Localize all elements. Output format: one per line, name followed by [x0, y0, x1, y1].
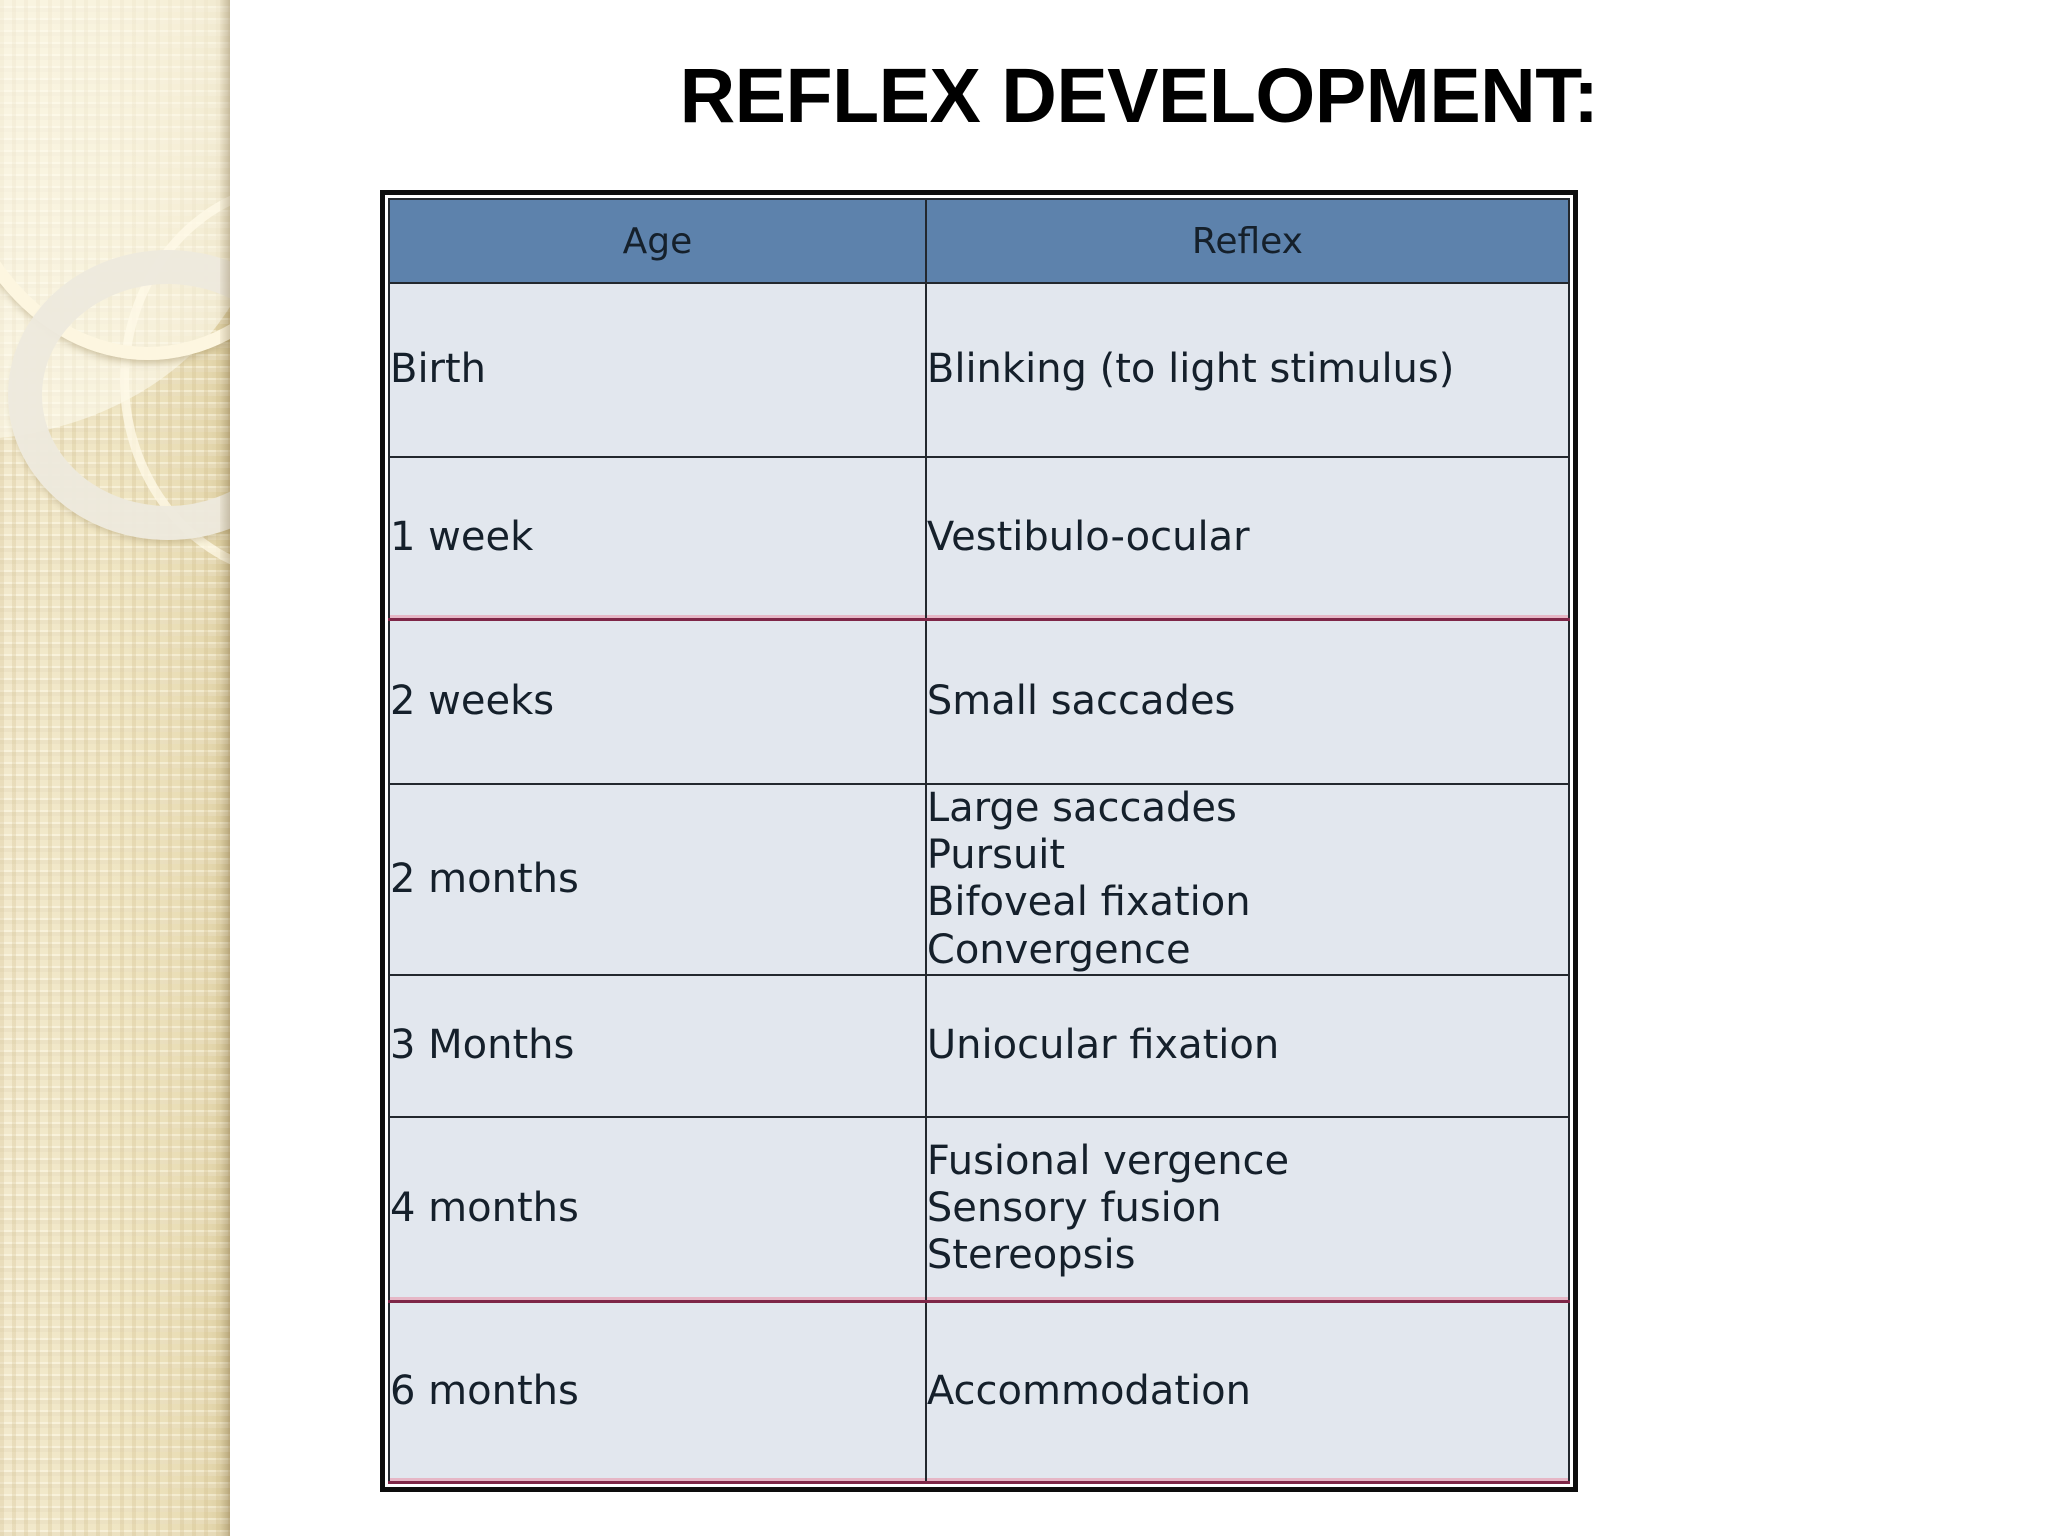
table-row: Birth Blinking (to light stimulus) — [388, 282, 1571, 458]
cell-reflex: Fusional vergence Sensory fusion Stereop… — [924, 1115, 1571, 1303]
table-head: Age Reflex — [388, 198, 1571, 284]
table-row: 1 week Vestibulo-ocular — [388, 456, 1571, 621]
cell-reflex: Vestibulo-ocular — [924, 456, 1571, 621]
table-row: 4 months Fusional vergence Sensory fusio… — [388, 1115, 1571, 1303]
cell-age: 6 months — [388, 1300, 927, 1484]
column-header-age: Age — [388, 198, 927, 284]
cell-reflex: Large saccades Pursuit Bifoveal fixation… — [924, 783, 1571, 976]
slide-content: REFLEX DEVELOPMENT: Age Reflex Birth B — [230, 0, 2048, 1536]
cell-age: 2 weeks — [388, 618, 927, 785]
cell-age: 3 Months — [388, 973, 927, 1118]
table-row: 2 months Large saccades Pursuit Bifoveal… — [388, 783, 1571, 976]
sidebar-edge-shadow — [220, 0, 230, 1536]
cell-reflex: Accommodation — [924, 1300, 1571, 1484]
table-row: 2 weeks Small saccades — [388, 618, 1571, 785]
cell-reflex: Blinking (to light stimulus) — [924, 282, 1571, 458]
table-row: 3 Months Uniocular fixation — [388, 973, 1571, 1118]
cell-age: 4 months — [388, 1115, 927, 1303]
decorative-sidebar — [0, 0, 230, 1536]
table-row: 6 months Accommodation — [388, 1300, 1571, 1484]
page-title: REFLEX DEVELOPMENT: — [679, 53, 1599, 139]
cell-reflex: Small saccades — [924, 618, 1571, 785]
cell-age: 1 week — [388, 456, 927, 621]
reflex-development-table: Age Reflex Birth Blinking (to light stim… — [388, 198, 1571, 1484]
column-header-reflex: Reflex — [924, 198, 1571, 284]
cell-reflex: Uniocular fixation — [924, 973, 1571, 1118]
cell-age: 2 months — [388, 783, 927, 976]
table-header-row: Age Reflex — [388, 198, 1571, 284]
reflex-table-container: Age Reflex Birth Blinking (to light stim… — [380, 190, 1578, 1492]
table-body: Birth Blinking (to light stimulus) 1 wee… — [388, 282, 1571, 1484]
cell-age: Birth — [388, 282, 927, 458]
